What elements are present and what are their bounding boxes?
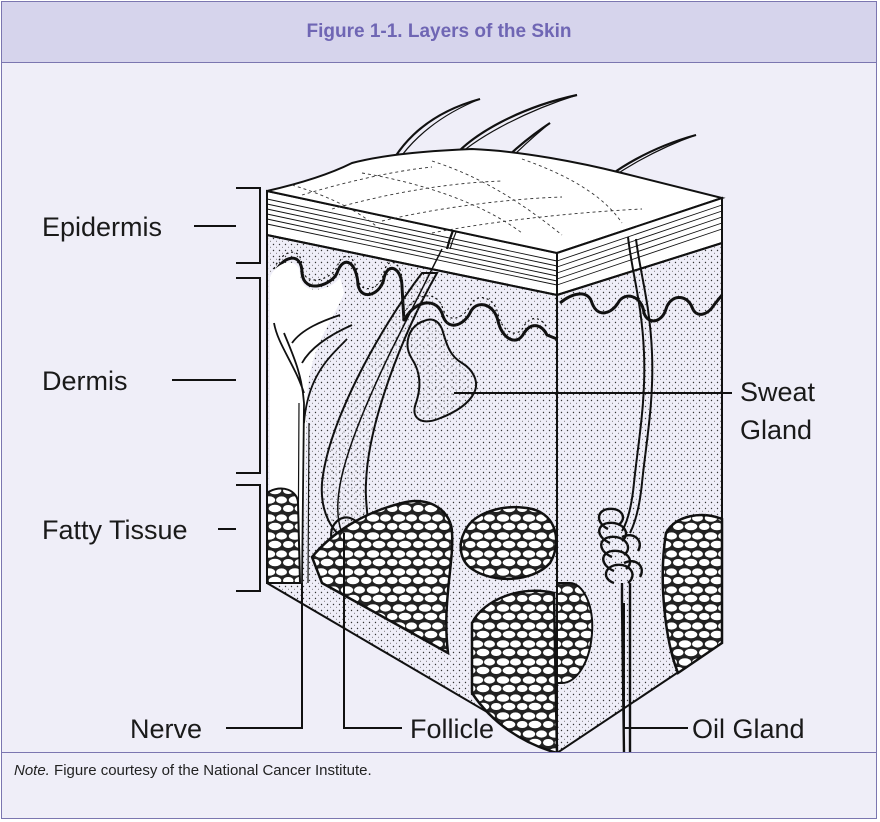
label-oil-gland: Oil Gland <box>692 714 805 744</box>
side-face <box>557 198 722 752</box>
note-prefix: Note. <box>14 762 50 779</box>
figure-title-bar: Figure 1-1. Layers of the Skin <box>2 2 876 63</box>
label-fatty-tissue: Fatty Tissue <box>42 515 188 545</box>
note-text: Figure courtesy of the National Cancer I… <box>50 762 372 779</box>
label-epidermis: Epidermis <box>42 212 162 242</box>
skin-diagram-panel: Epidermis Dermis Fatty Tissue Sweat Glan… <box>2 63 876 753</box>
label-sweat-gland-line2: Gland <box>740 415 812 445</box>
label-sweat-gland-line1: Sweat <box>740 377 816 407</box>
label-follicle: Follicle <box>410 714 494 744</box>
figure-title: Figure 1-1. Layers of the Skin <box>306 21 571 43</box>
figure-note: Note. Figure courtesy of the National Ca… <box>14 762 372 779</box>
label-nerve: Nerve <box>130 714 202 744</box>
skin-cross-section-illustration: Epidermis Dermis Fatty Tissue Sweat Glan… <box>2 63 876 752</box>
label-dermis: Dermis <box>42 366 128 396</box>
